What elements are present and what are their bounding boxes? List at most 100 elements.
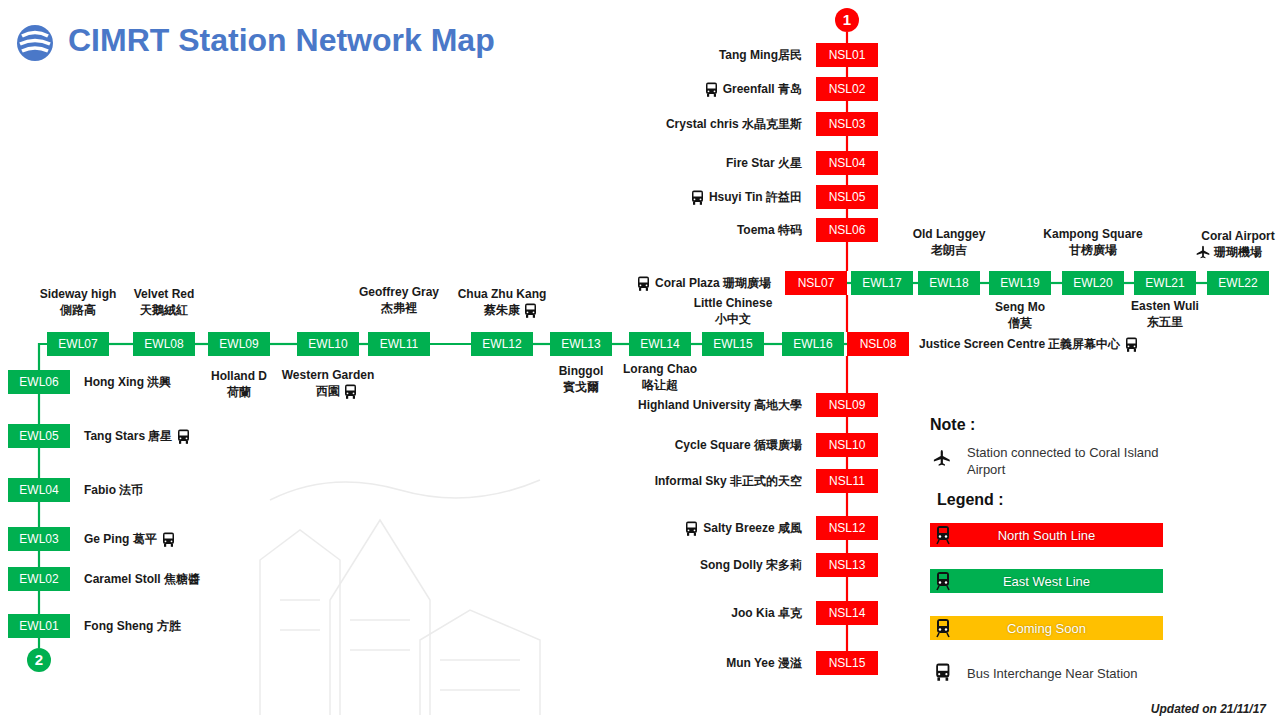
bus-window [164,534,172,538]
station-code: EWL06 [19,375,58,389]
station-code: NSL14 [829,606,866,620]
bus-light [694,529,696,531]
station-name: Justice Screen Centre 正義屏幕中心 [919,336,1120,352]
station-name: Western Garden 西園 [281,367,376,399]
bus-wheel [1127,349,1129,352]
station-name: Kampong Square 甘榜廣場 [1042,226,1144,258]
bus-body [936,664,949,678]
bus-light [1134,345,1136,347]
track-line [846,577,848,601]
station-code: NSL12 [829,521,866,535]
line-number: 1 [843,11,851,28]
train-light [945,628,947,630]
bus-wheel [526,315,528,318]
bus-light [533,311,535,313]
bus-light [713,90,715,92]
station-name: Salty Breeze 咸風 [703,520,802,536]
bus-wheel [179,441,181,444]
bus-wheel [700,202,702,205]
track-line [38,551,40,567]
sketch-building [330,520,430,715]
station-name: Informal Sky 非正式的天空 [655,473,802,489]
bus-body [178,429,189,441]
station-code: EWL09 [219,337,258,351]
bus-window [688,523,696,527]
section-heading: Note : [930,416,975,434]
map-title: CIMRT Station Network Map [68,22,495,59]
track-line [846,32,848,43]
track-line [980,282,989,284]
bus-wheel [693,202,695,205]
station-box: NSL05Hsuyi Tin 許益田 [816,185,878,209]
station-code: NSL08 [860,337,897,351]
station-box: NSL12Salty Breeze 咸風 [816,516,878,540]
legend-label: Bus Interchange Near Station [967,665,1138,682]
station-code: EWL04 [19,483,58,497]
station-box: EWL22Coral Airport 珊瑚機場 [1207,271,1269,295]
plane-icon [1196,245,1210,259]
station-name: Highland University 高地大學 [638,397,802,413]
station-box: EWL11Geoffrey Gray 杰弗裡 [368,332,430,356]
train-body [937,572,949,586]
station-code: EWL08 [144,337,183,351]
legend-label: North South Line [998,528,1096,543]
bus-light [186,437,188,439]
station-box: NSL14Joo Kia 卓克 [816,601,878,625]
track-line [1124,282,1134,284]
station-code: NSL01 [829,48,866,62]
bus-wheel [1134,349,1136,352]
station-name: Old Langgey 老朗吉 [912,226,987,258]
station-code: NSL06 [829,223,866,237]
station-code: EWL10 [308,337,347,351]
bus-wheel [170,544,172,547]
train-light [939,535,941,537]
station-name: Greenfall 青岛 [723,81,802,97]
train-legs [937,586,949,590]
bus-icon [344,384,357,399]
train-window [939,574,947,579]
bus-body [706,82,717,94]
bus-light [646,284,648,286]
plane-shape [934,450,950,466]
bus-icon [1125,337,1138,352]
station-code: NSL11 [829,474,865,488]
station-name: Fire Star 火星 [726,155,802,171]
line-number: 2 [35,651,43,668]
bus-light [180,437,182,439]
bus-wheel [646,288,648,291]
station-code: EWL17 [862,276,901,290]
track-line [1196,282,1207,284]
track-line [109,343,133,345]
station-code: NSL04 [829,156,866,170]
bus-icon [685,521,698,536]
station-code: NSL15 [829,656,866,670]
bus-wheel [164,544,166,547]
legend-label: Station connected to Coral Island Airpor… [967,444,1182,478]
bus-wheel [639,288,641,291]
track-line [612,343,629,345]
station-code: EWL15 [713,337,752,351]
station-box: EWL19Seng Mo 僧莫 [989,271,1051,295]
station-box: NSL09Highland University 高地大學 [816,393,878,417]
train-window [939,528,947,533]
bus-body [525,303,536,315]
station-box: EWL07Sideway high 側路高 [47,332,109,356]
station-code: EWL05 [19,429,58,443]
train-light [939,581,941,583]
bus-icon [705,82,718,97]
track-line [38,591,40,614]
station-name: Easten Wuli 东五里 [1130,298,1200,330]
plane-icon [934,450,950,466]
train-icon [933,525,953,545]
bus-window [180,431,188,435]
train-legs [937,540,949,544]
bus-light [353,392,355,394]
bus-wheel [533,315,535,318]
bus-icon [936,664,949,681]
station-box: EWL05Tang Stars 唐星 [8,424,70,448]
section-heading: Legend : [937,491,1004,509]
track-line [846,356,848,393]
station-box: NSL15Mun Yee 漫溢 [816,651,878,675]
bus-wheel [346,396,348,399]
train-body [937,619,949,633]
